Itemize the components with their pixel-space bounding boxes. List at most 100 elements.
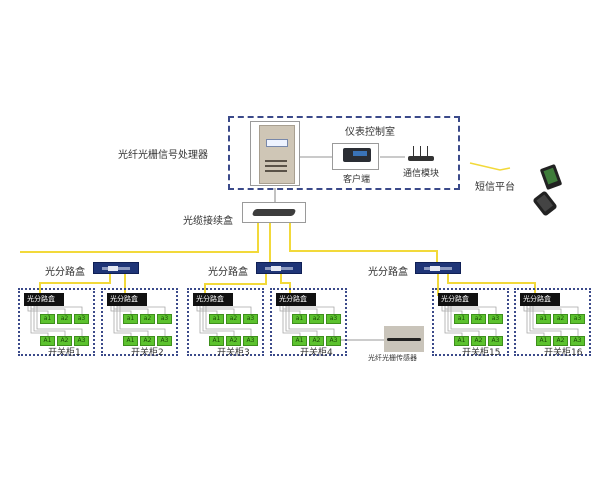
sensor-point[interactable]: a3 [243, 314, 258, 324]
sensor-label: 光纤光栅传感器 [368, 354, 417, 362]
splitter-label-2: 光分路盒 [208, 267, 248, 278]
cabinet-fiber-line [110, 306, 132, 314]
sensor-point[interactable]: A3 [570, 336, 585, 346]
fbg-sensor-image[interactable] [384, 326, 424, 352]
sensor-point[interactable]: A1 [454, 336, 469, 346]
cabinet-label: 开关柜3 [217, 348, 250, 358]
sensor-point[interactable]: A1 [123, 336, 138, 346]
cabinet-splitter-box[interactable]: 光分路盒 [438, 293, 478, 306]
sensor-point[interactable]: a2 [140, 314, 155, 324]
sensor-point[interactable]: A1 [536, 336, 551, 346]
sensor-point[interactable]: A2 [471, 336, 486, 346]
splice-closure-icon [251, 209, 297, 216]
sensor-point[interactable]: a1 [40, 314, 55, 324]
sensor-point[interactable]: a3 [488, 314, 503, 324]
cabinet-splitter-box[interactable]: 光分路盒 [24, 293, 64, 306]
sensor-point[interactable]: a1 [209, 314, 224, 324]
cabinet-fiber-line [30, 306, 49, 336]
sensor-point[interactable]: a3 [570, 314, 585, 324]
splitter-box-1[interactable] [93, 262, 139, 274]
sensor-point[interactable]: A2 [57, 336, 72, 346]
cabinet-label: 开关柜15 [462, 348, 501, 358]
sensor-point[interactable]: A3 [74, 336, 89, 346]
cabinet-splitter-box[interactable]: 光分路盒 [107, 293, 147, 306]
cabinet-label: 开关柜1 [48, 348, 81, 358]
splitter-box-3[interactable] [415, 262, 461, 274]
cabinet-fiber-line [523, 306, 545, 314]
sensor-point[interactable]: A3 [488, 336, 503, 346]
cabinet-splitter-box[interactable]: 光分路盒 [276, 293, 316, 306]
cabinet-fiber-line [441, 306, 463, 314]
sensor-point[interactable]: a3 [157, 314, 172, 324]
sensor-point[interactable]: A3 [326, 336, 341, 346]
computer-icon [343, 148, 371, 162]
cabinet-fiber-line [285, 306, 318, 336]
sensor-point[interactable]: A2 [309, 336, 324, 346]
sensor-point[interactable]: a2 [309, 314, 324, 324]
sensor-point[interactable]: a3 [326, 314, 341, 324]
sensor-point[interactable]: a2 [553, 314, 568, 324]
cabinet-fiber-line [532, 306, 579, 336]
cabinet-icon [259, 125, 295, 184]
sensor-point[interactable]: A1 [209, 336, 224, 346]
cabinet-label: 开关柜16 [544, 348, 583, 358]
cabinet-fiber-line [199, 306, 218, 336]
cabinet-fiber-line [529, 306, 562, 336]
sms-platform-label: 短信平台 [475, 182, 515, 193]
switchgear-cabinet [18, 288, 95, 356]
cabinet-label: 开关柜4 [300, 348, 333, 358]
cabinet-fiber-line [113, 306, 132, 336]
splitter-label-3: 光分路盒 [368, 267, 408, 278]
cabinet-fiber-line [202, 306, 235, 336]
cabinet-fiber-line [116, 306, 149, 336]
sensor-point[interactable]: A2 [553, 336, 568, 346]
control-room-title: 仪表控制室 [345, 127, 395, 138]
switchgear-cabinet [270, 288, 347, 356]
fiber-lines [20, 162, 536, 296]
cabinet-fiber-line [279, 306, 301, 314]
sensor-point[interactable]: A1 [292, 336, 307, 346]
sensor-point[interactable]: A3 [243, 336, 258, 346]
splice-box-label: 光缆接续盒 [183, 216, 233, 227]
splice-box[interactable] [242, 202, 306, 223]
fiber-right-trunk [289, 222, 438, 262]
cabinet-label: 开关柜2 [131, 348, 164, 358]
client-label: 客户端 [343, 175, 371, 185]
sensor-point[interactable]: a2 [226, 314, 241, 324]
splitter-box-2[interactable] [256, 262, 302, 274]
switchgear-cabinet [187, 288, 264, 356]
sensor-point[interactable]: A1 [40, 336, 55, 346]
sensor-point[interactable]: a2 [57, 314, 72, 324]
processor-cabinet[interactable] [250, 121, 300, 186]
switchgear-cabinet [514, 288, 591, 356]
cabinet-fiber-line [196, 306, 218, 314]
sensor-point[interactable]: a1 [454, 314, 469, 324]
cabinet-splitter-box[interactable]: 光分路盒 [193, 293, 233, 306]
cabinet-fiber-line [119, 306, 166, 336]
switchgear-cabinet [432, 288, 509, 356]
cabinet-fiber-line [33, 306, 66, 336]
cabinet-fiber-line [288, 306, 335, 336]
client-box[interactable] [332, 143, 379, 170]
sensor-point[interactable]: a1 [123, 314, 138, 324]
cabinet-splitter-box[interactable]: 光分路盒 [520, 293, 560, 306]
sensor-point[interactable]: a1 [536, 314, 551, 324]
sensor-point[interactable]: A2 [140, 336, 155, 346]
switchgear-cabinet [101, 288, 178, 356]
cabinet-fiber-line [27, 306, 49, 314]
cabinet-fiber-line [444, 306, 463, 336]
comm-module-label: 通信模块 [403, 169, 440, 179]
cabinet-fiber-line [526, 306, 545, 336]
splitter-label-1: 光分路盒 [45, 267, 85, 278]
sensor-point[interactable]: A2 [226, 336, 241, 346]
router-icon[interactable] [408, 146, 434, 161]
cabinet-fiber-line [282, 306, 301, 336]
sensor-point[interactable]: a2 [471, 314, 486, 324]
cabinet-fiber-line [205, 306, 252, 336]
sensor-point[interactable]: A3 [157, 336, 172, 346]
sensor-point[interactable]: a1 [292, 314, 307, 324]
cabinet-fiber-line [36, 306, 83, 336]
sensor-point[interactable]: a3 [74, 314, 89, 324]
cabinet-fiber-line [447, 306, 480, 336]
